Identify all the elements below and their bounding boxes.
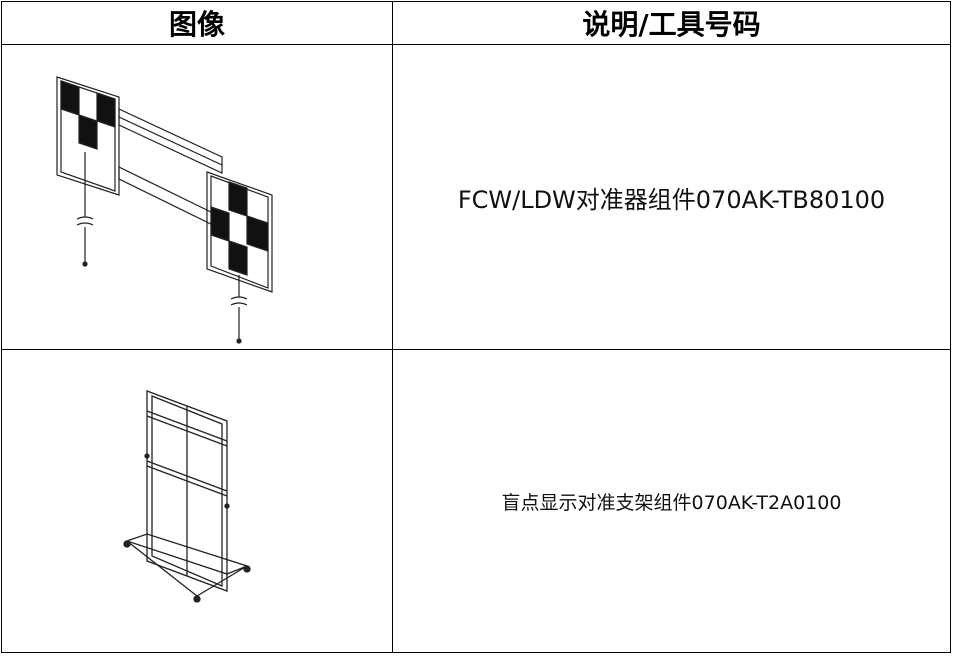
fcw-ldw-aimer-assembly-illustration-icon xyxy=(56,76,273,344)
header-divider xyxy=(2,44,950,45)
blind-spot-display-aimer-stand-illustration-icon xyxy=(123,390,251,603)
row-divider xyxy=(2,349,950,350)
header-image: 图像 xyxy=(168,8,225,41)
row1-description: FCW/LDW对准器组件070AK-TB80100 xyxy=(457,185,886,214)
header-description: 说明/工具号码 xyxy=(582,8,761,41)
row2-description: 盲点显示对准支架组件070AK-T2A0100 xyxy=(501,491,842,514)
row2-image-cell xyxy=(2,350,392,652)
column-divider xyxy=(392,2,393,652)
row1-image-cell xyxy=(2,45,392,349)
